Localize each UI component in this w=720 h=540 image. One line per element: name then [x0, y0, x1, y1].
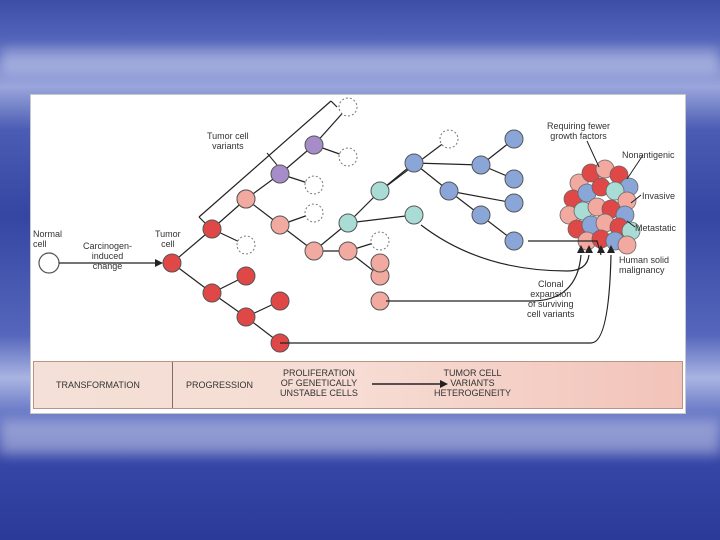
stage-heterogeneity: TUMOR CELL VARIANTS HETEROGENEITY — [434, 368, 511, 398]
dead-cell — [440, 130, 458, 148]
red-cell — [163, 254, 181, 272]
variants-pointer — [267, 153, 277, 165]
clonal-arrow — [421, 225, 589, 271]
teal-cell — [339, 214, 357, 232]
cells — [39, 98, 523, 352]
label-requiring-fewer-growth-factors: Requiring fewer growth factors — [547, 121, 610, 141]
label-invasive: Invasive — [642, 191, 675, 201]
stage-transformation: TRANSFORMATION — [56, 380, 140, 390]
variants-bracket-tick — [199, 217, 205, 223]
label-clonal-expansion: Clonal expansion of surviving cell varia… — [527, 279, 575, 319]
label-metastatic: Metastatic — [635, 223, 676, 233]
dead-cell — [339, 148, 357, 166]
tumor-mass — [560, 160, 640, 254]
background-cloud — [0, 48, 720, 74]
dead-cell — [237, 236, 255, 254]
blue-cell — [505, 130, 523, 148]
dead-cell — [305, 176, 323, 194]
normal-cell — [39, 253, 59, 273]
teal-cell — [405, 206, 423, 224]
pink-cell — [339, 242, 357, 260]
dead-cell — [339, 98, 357, 116]
pink-cell — [305, 242, 323, 260]
label-normal-cell: Normal cell — [33, 229, 62, 249]
branch-line — [449, 191, 514, 203]
red-cell — [271, 292, 289, 310]
blue-cell — [472, 156, 490, 174]
arrow-head-icon — [155, 259, 163, 267]
blue-cell — [505, 232, 523, 250]
stage-proliferation: PROLIFERATION OF GENETICALLY UNSTABLE CE… — [280, 368, 358, 398]
label-tumor-cell: Tumor cell — [155, 229, 181, 249]
branch-line — [414, 163, 481, 165]
label-tumor-cell-variants: Tumor cell variants — [207, 131, 249, 151]
purple-cell — [305, 136, 323, 154]
pink-cell — [237, 190, 255, 208]
purple-cell — [271, 165, 289, 183]
blue-cell — [440, 182, 458, 200]
dead-cell — [371, 232, 389, 250]
blue-cell — [505, 194, 523, 212]
pink-cell — [271, 216, 289, 234]
label-nonantigenic: Nonantigenic — [622, 150, 675, 160]
variants-bracket-tick — [331, 101, 337, 107]
red-cell — [237, 267, 255, 285]
red-cell — [237, 308, 255, 326]
label-human-solid-malignancy: Human solid malignancy — [619, 255, 669, 275]
blue-cell — [405, 154, 423, 172]
blue-cell — [472, 206, 490, 224]
diagram-panel: Tumor cell variants Normal cell Carcinog… — [30, 94, 686, 414]
branch-line — [348, 215, 414, 223]
stage-bar: TRANSFORMATION PROGRESSION PROLIFERATION… — [33, 361, 683, 409]
stage-progression: PROGRESSION — [186, 380, 253, 390]
label-carcinogen-change: Carcinogen- induced change — [83, 241, 132, 271]
red-cell — [203, 284, 221, 302]
teal-cell — [371, 182, 389, 200]
pink-cell — [371, 254, 389, 272]
pointer-growth-factors — [587, 141, 599, 167]
tumor-mass-cell — [618, 236, 636, 254]
blue-cell — [505, 170, 523, 188]
stage-divider — [172, 362, 173, 408]
dead-cell — [305, 204, 323, 222]
background-cloud — [0, 420, 720, 454]
variants-bracket — [199, 101, 331, 217]
red-cell — [203, 220, 221, 238]
